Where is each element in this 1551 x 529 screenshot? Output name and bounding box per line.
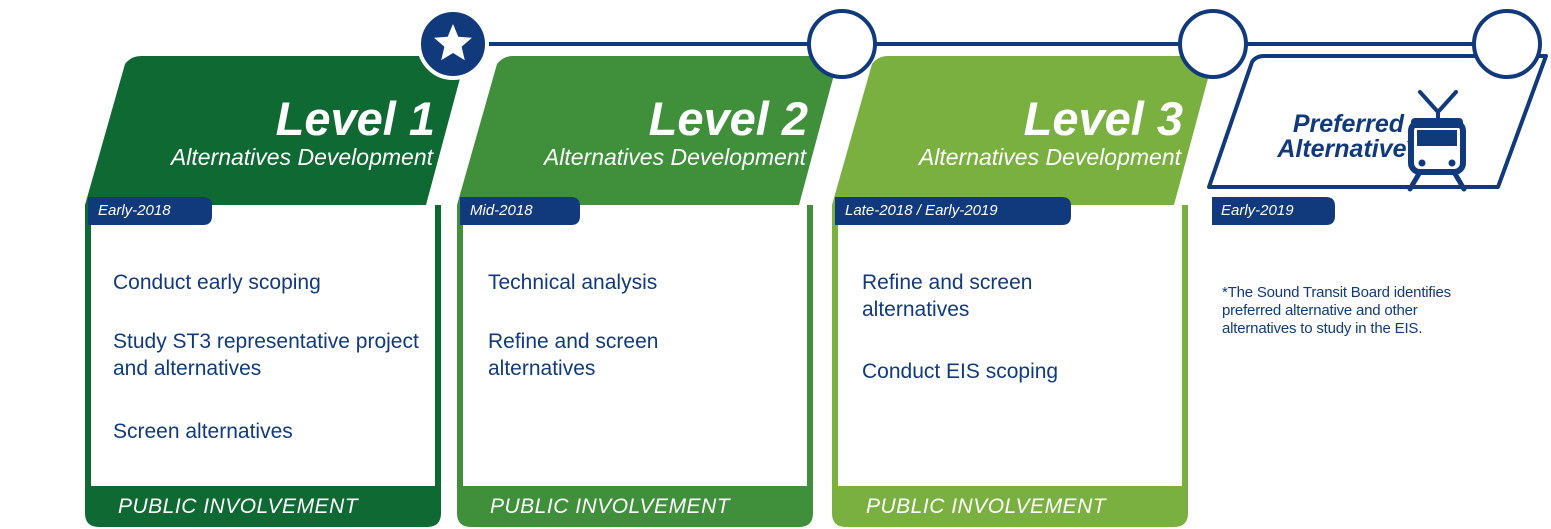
level1-public-involvement: PUBLIC INVOLVEMENT bbox=[118, 495, 359, 518]
preferred-asterisk: * bbox=[1406, 136, 1412, 152]
level1-date: Early-2018 bbox=[98, 202, 171, 219]
level2-panel-body bbox=[463, 205, 807, 486]
preferred-footnote: *The Sound Transit Board identifies pref… bbox=[1222, 284, 1451, 337]
level3-marker bbox=[1178, 9, 1248, 79]
level3-item-1: Refine and screen alternatives bbox=[862, 271, 1033, 321]
level3-public-involvement: PUBLIC INVOLVEMENT bbox=[866, 495, 1107, 518]
preferred-date: Early-2019 bbox=[1221, 202, 1294, 219]
level2-subtitle: Alternatives Development bbox=[543, 144, 806, 170]
level1-item-3: Screen alternatives bbox=[113, 420, 293, 443]
date-tab-level1 bbox=[88, 197, 212, 225]
level1-title: Level 1 bbox=[275, 92, 435, 145]
level1-panel-body bbox=[91, 205, 435, 486]
level3-title: Level 3 bbox=[1023, 92, 1183, 145]
light-rail-train-icon bbox=[1407, 90, 1467, 192]
level3-subtitle: Alternatives Development bbox=[918, 144, 1181, 170]
level2-title: Level 2 bbox=[648, 92, 808, 145]
level1-item-2: Study ST3 representative project and alt… bbox=[113, 330, 419, 380]
preferred-title-line1: Preferred bbox=[1292, 110, 1404, 138]
level1-item-1: Conduct early scoping bbox=[113, 271, 321, 294]
level2-date: Mid-2018 bbox=[470, 202, 533, 219]
preferred-title-line2: Alternative* bbox=[1277, 137, 1412, 162]
level2-header-shape bbox=[457, 56, 839, 205]
preferred-title-line2-text: Alternative bbox=[1277, 135, 1407, 163]
date-tab-level2 bbox=[460, 197, 580, 225]
preferred-marker bbox=[1472, 9, 1542, 79]
date-tab-level3 bbox=[835, 197, 1071, 225]
star-icon bbox=[434, 24, 472, 61]
level3-header-shape bbox=[832, 56, 1214, 205]
level2-marker bbox=[807, 9, 877, 79]
level3-item-2: Conduct EIS scoping bbox=[862, 360, 1059, 383]
level3-panel-body bbox=[838, 205, 1182, 486]
level1-header-shape bbox=[85, 56, 466, 205]
level3-date: Late-2018 / Early-2019 bbox=[845, 202, 998, 219]
level1-subtitle: Alternatives Development bbox=[170, 144, 433, 170]
date-tab-preferred bbox=[1212, 197, 1335, 225]
level2-item-2: Refine and screen alternatives bbox=[488, 330, 659, 380]
level2-item-1: Technical analysis bbox=[488, 271, 658, 294]
level2-public-involvement: PUBLIC INVOLVEMENT bbox=[490, 495, 731, 518]
